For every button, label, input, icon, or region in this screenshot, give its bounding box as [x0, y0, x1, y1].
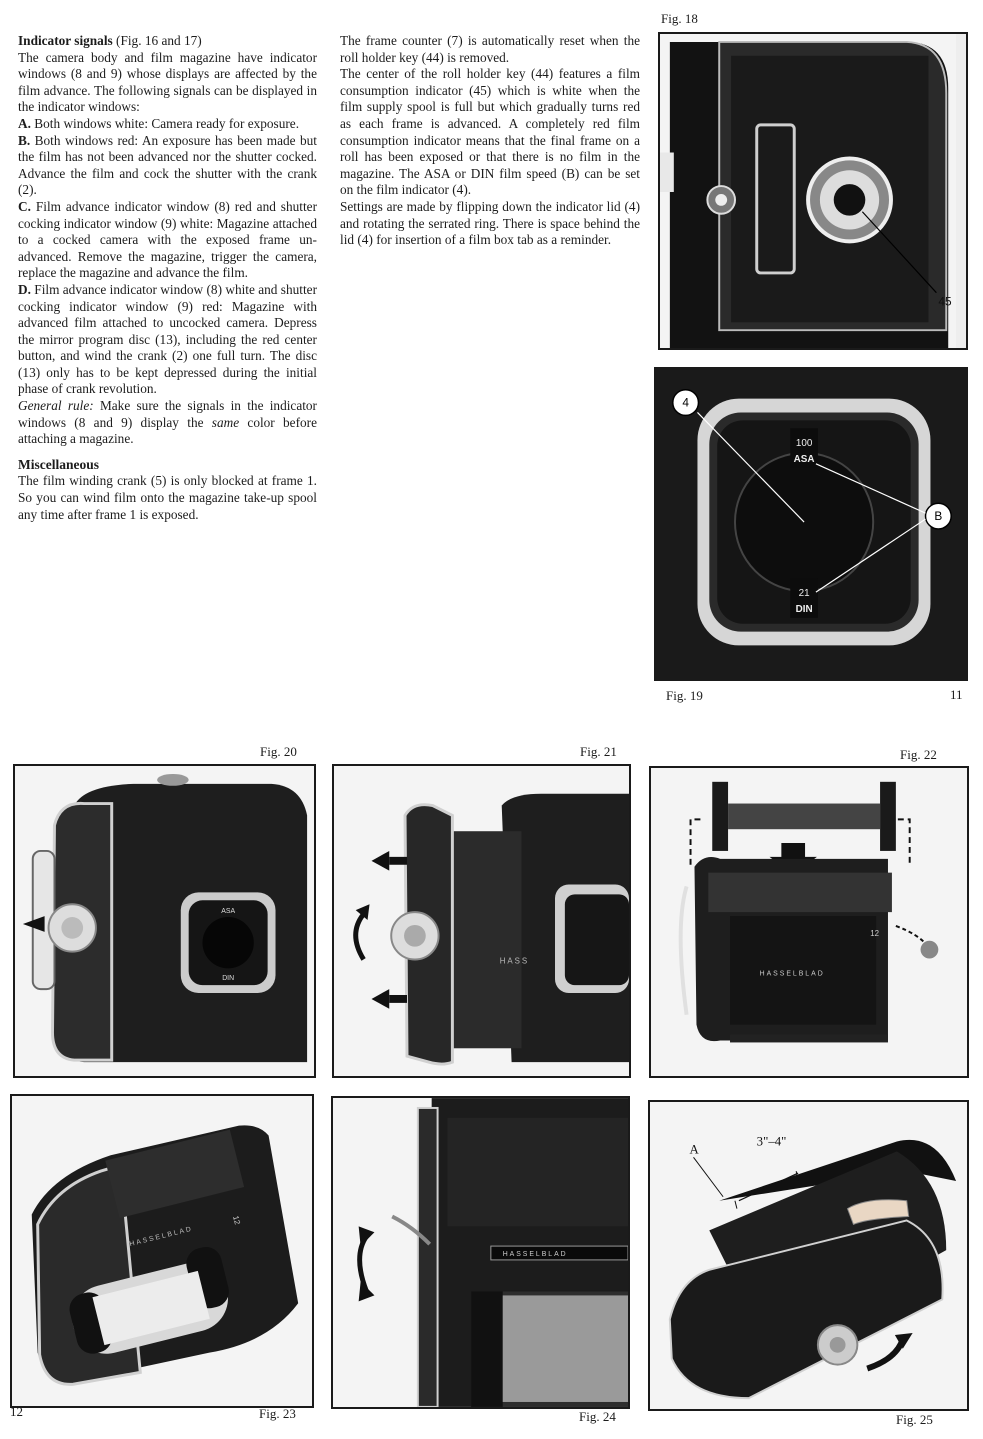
fig-23-photo: HASSELBLAD 12	[10, 1094, 314, 1408]
fig-25-dimension: 3"–4"	[757, 1134, 787, 1148]
fig-22-photo: HASSELBLAD 12	[649, 766, 969, 1078]
miscellaneous-heading: Miscellaneous	[18, 456, 99, 472]
fig-19-photo: 100 ASA 21 DIN 4 B	[654, 367, 968, 681]
fig-20-caption: Fig. 20	[260, 744, 297, 759]
general-rule: General rule: Make sure the signals in t…	[18, 398, 317, 447]
indicator-signals-intro: The camera body and film magazine have i…	[18, 49, 317, 115]
fig-25-photo: A 3"–4"	[648, 1100, 969, 1411]
indicator-signals-title: Indicator signals (Fig. 16 and 17)	[18, 33, 202, 48]
signal-c: C. Film advance indicator window (8) red…	[18, 198, 317, 281]
fig-21-brand: HASS	[500, 956, 529, 965]
signal-b: B. Both windows red: An exposure has bee…	[18, 132, 317, 198]
fig-25-label-a: A	[690, 1142, 700, 1156]
din-value: 21	[799, 588, 810, 599]
signal-d: D. Film advance indicator window (8) whi…	[18, 281, 317, 397]
fig-23-caption: Fig. 23	[259, 1406, 296, 1421]
fig-19-callout-b: B	[934, 509, 942, 523]
asa-value: 100	[796, 438, 813, 449]
fig-18-callout-45: 45	[938, 295, 952, 309]
signal-a: A. Both windows white: Camera ready for …	[18, 115, 300, 131]
fig-22-brand: HASSELBLAD	[760, 970, 825, 977]
frame-counter-text: The frame counter (7) is automatically r…	[340, 33, 640, 65]
fig-22-caption: Fig. 22	[900, 747, 937, 762]
fig-24-brand: HASSELBLAD	[503, 1251, 568, 1258]
fig-24-caption: Fig. 24	[579, 1409, 616, 1424]
asa-label: ASA	[794, 454, 815, 465]
settings-text: Settings are made by flipping down the i…	[340, 198, 640, 248]
fig-21-photo: HASS	[332, 764, 631, 1078]
page-number-11: 11	[950, 687, 963, 702]
fig-18-photo: 45	[658, 32, 968, 350]
page-number-12: 12	[10, 1404, 23, 1419]
fig-21-caption: Fig. 21	[580, 744, 617, 759]
text-column-left: Indicator signals (Fig. 16 and 17) The c…	[18, 33, 317, 523]
fig-25-caption: Fig. 25	[896, 1412, 933, 1427]
fig-19-caption: Fig. 19	[666, 688, 703, 703]
film-consumption-text: The center of the roll holder key (44) f…	[340, 66, 640, 198]
fig-18-caption: Fig. 18	[661, 11, 698, 26]
fig-22-model: 12	[870, 929, 879, 938]
din-label: DIN	[796, 604, 813, 615]
fig-20-photo: ASA DIN	[13, 764, 316, 1078]
fig-20-din: DIN	[222, 975, 234, 982]
miscellaneous-text: The film winding crank (5) is only block…	[18, 473, 317, 522]
fig-20-asa: ASA	[221, 908, 235, 915]
fig-23-model: 12	[231, 1215, 242, 1226]
fig-24-photo: HASSELBLAD	[331, 1096, 630, 1409]
fig-19-callout-4: 4	[682, 396, 689, 410]
text-column-middle: The frame counter (7) is automatically r…	[340, 33, 640, 249]
